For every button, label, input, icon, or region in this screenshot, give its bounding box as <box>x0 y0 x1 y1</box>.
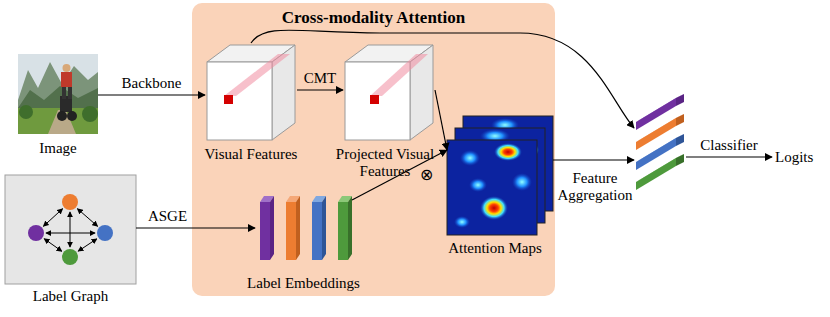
module-panel-fill <box>192 3 555 296</box>
label-embedding-bars-part <box>260 202 270 260</box>
aggregated-feature-stack <box>636 94 684 190</box>
attention-heatmaps-part <box>512 173 532 191</box>
aggregated-feature-stack-part <box>636 158 676 190</box>
connector-arrow <box>553 159 634 160</box>
visual-feature-cube-part <box>224 54 290 96</box>
graph-box: Label Graph <box>5 175 136 284</box>
feature-cube: Projected Visual Features <box>343 43 435 142</box>
input-photo-part <box>67 111 77 121</box>
connector-arrow <box>686 156 772 157</box>
input-photo-part <box>19 105 33 119</box>
label-graph-figure-part <box>70 212 71 247</box>
edge-label: CMT <box>304 70 337 87</box>
output-node: Logits <box>772 147 817 168</box>
input-photo-part <box>68 87 72 99</box>
input-photo-part <box>82 106 98 122</box>
feature-stack: Feature Aggregation <box>634 84 686 192</box>
input-photo-part <box>48 110 76 134</box>
attention-heatmaps-part <box>454 216 470 228</box>
attention-heatmaps-part <box>469 178 487 192</box>
node-caption: Feature Aggregation <box>555 170 635 204</box>
visual-feature-cube <box>207 45 295 140</box>
aggregated-feature-stack-part <box>676 154 684 166</box>
embedding-bars: Label Embeddings <box>255 193 352 262</box>
node-caption: Label Graph <box>33 288 108 305</box>
label-embedding-bars-part <box>312 202 322 260</box>
label-graph-figure-part <box>28 225 44 241</box>
connector-arrow <box>435 90 447 150</box>
label-graph-figure <box>5 175 136 284</box>
edge-label: ASGE <box>148 208 187 225</box>
attention-heatmaps-part <box>460 150 480 166</box>
label-graph-figure-part <box>62 194 78 210</box>
feature-cube: Visual Features <box>205 43 297 142</box>
label-graph-figure-part <box>43 209 62 227</box>
connector-arrow <box>297 89 343 90</box>
node-caption: Label Embeddings <box>247 275 360 292</box>
label-embedding-bars-part <box>348 196 352 260</box>
panel-title: Cross-modality Attention <box>282 8 465 28</box>
label-embedding-bars <box>260 196 352 260</box>
module-panel: Cross-modality AttentionVisual Features P… <box>192 3 555 296</box>
projected-feature-cube <box>345 45 433 140</box>
label-graph-figure-part <box>97 225 113 241</box>
node-caption: Logits <box>775 149 813 166</box>
label-graph-figure-part <box>5 175 136 284</box>
edge-label: Classifier <box>700 137 758 154</box>
connector-arrow <box>136 227 255 228</box>
operator-symbol: ⊗ <box>420 166 433 184</box>
aggregated-feature-stack-part <box>676 94 684 106</box>
label-embedding-bars-part <box>338 202 348 260</box>
visual-feature-cube-part <box>224 95 233 104</box>
attention-heatmaps <box>447 116 553 235</box>
input-photo-part <box>18 54 98 134</box>
module-panel-fill-part <box>192 3 555 296</box>
label-graph-figure-part <box>44 239 62 251</box>
label-embedding-bars-part <box>270 196 274 260</box>
input-photo-part <box>61 72 72 87</box>
heatmap-stack: Attention Maps <box>447 116 553 236</box>
label-embedding-bars-part <box>322 196 326 260</box>
edge-label: Backbone <box>122 75 182 92</box>
label-graph-figure-part <box>77 209 97 227</box>
input-photo-part <box>57 111 67 121</box>
label-graph-figure-part <box>78 239 97 251</box>
node-caption: Attention Maps <box>448 240 542 257</box>
label-embedding-bars-part <box>286 202 296 260</box>
input-photo-part <box>63 64 71 72</box>
input-photo-part <box>62 87 66 99</box>
label-embedding-bars-part <box>296 196 300 260</box>
label-graph-figure-part <box>62 249 78 265</box>
node-caption: Image <box>39 140 76 157</box>
attention-heatmaps-part <box>447 140 537 235</box>
attention-heatmaps-part <box>480 196 508 220</box>
connector-arrow <box>98 94 205 95</box>
aggregated-feature-stack-part <box>676 114 684 126</box>
image-box: Image <box>18 54 98 134</box>
attention-heatmaps-part <box>494 143 522 161</box>
connector-arrow <box>251 30 634 128</box>
projected-feature-cube-part <box>370 54 428 96</box>
node-caption: Visual Features <box>205 146 298 163</box>
input-photo <box>18 54 98 134</box>
projected-feature-cube-part <box>370 95 379 104</box>
aggregated-feature-stack-part <box>676 134 684 146</box>
